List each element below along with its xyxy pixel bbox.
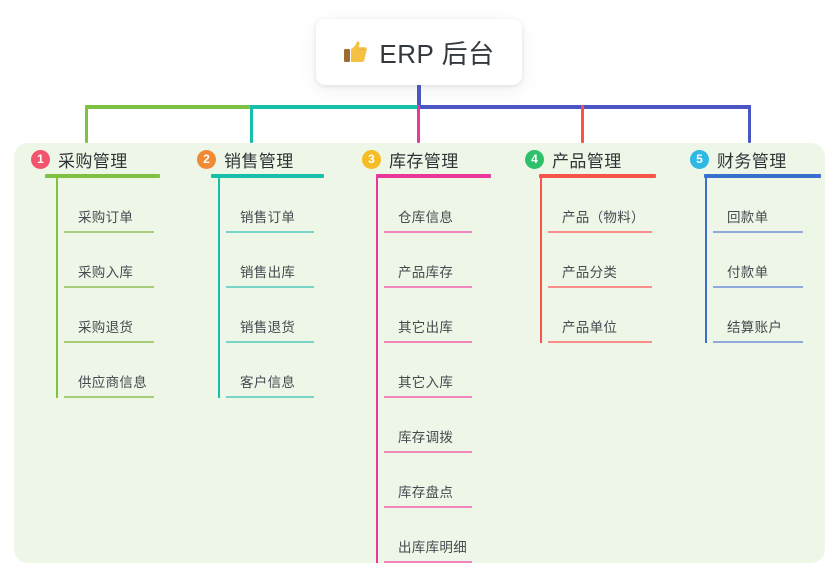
leaf-underline xyxy=(384,396,472,398)
connector-bar-green xyxy=(86,105,252,109)
column-spine-5 xyxy=(705,176,707,343)
column-badge-3: 3 xyxy=(362,150,381,169)
connector-drop-2 xyxy=(250,105,253,143)
leaf-underline xyxy=(384,506,472,508)
leaf-label: 产品（物料） xyxy=(562,210,645,225)
leaf-label: 结算账户 xyxy=(727,320,783,335)
column-title-5: 财务管理 xyxy=(717,152,787,171)
column-header-3[interactable]: 3 库存管理 xyxy=(362,147,459,172)
leaf-label: 出库库明细 xyxy=(398,540,467,555)
leaf-label: 采购订单 xyxy=(78,210,134,225)
leaf-underline xyxy=(384,341,472,343)
column-underline-1 xyxy=(45,174,160,178)
leaf-underline xyxy=(548,231,652,233)
column-badge-2: 2 xyxy=(197,150,216,169)
leaf-label: 销售订单 xyxy=(240,210,296,225)
column-title-1: 采购管理 xyxy=(58,152,128,171)
column-underline-3 xyxy=(376,174,491,178)
leaf-underline xyxy=(548,341,652,343)
leaf-underline xyxy=(226,396,314,398)
connector-drop-4 xyxy=(581,105,584,143)
leaf-underline xyxy=(713,231,803,233)
leaf-label: 采购退货 xyxy=(78,320,134,335)
leaf-label: 付款单 xyxy=(727,265,769,280)
column-spine-3 xyxy=(376,176,378,563)
leaf-label: 其它出库 xyxy=(398,320,454,335)
leaf-label: 其它入库 xyxy=(398,375,454,390)
leaf-underline xyxy=(226,341,314,343)
leaf-underline xyxy=(64,396,154,398)
leaf-label: 销售退货 xyxy=(240,320,296,335)
connector-drop-5 xyxy=(748,105,751,143)
connector-drop-3 xyxy=(417,105,420,143)
column-header-5[interactable]: 5 财务管理 xyxy=(690,147,787,172)
column-spine-4 xyxy=(540,176,542,343)
column-header-1[interactable]: 1 采购管理 xyxy=(31,147,128,172)
leaf-label: 库存盘点 xyxy=(398,485,454,500)
leaf-underline xyxy=(384,286,472,288)
leaf-label: 客户信息 xyxy=(240,375,296,390)
leaf-label: 回款单 xyxy=(727,210,769,225)
leaf-underline xyxy=(226,286,314,288)
leaf-label: 仓库信息 xyxy=(398,210,454,225)
root-node[interactable]: ERP 后台 xyxy=(316,19,522,85)
connector-bar-teal xyxy=(250,105,420,109)
leaf-label: 供应商信息 xyxy=(78,375,147,390)
column-badge-1: 1 xyxy=(31,150,50,169)
column-title-2: 销售管理 xyxy=(224,152,294,171)
diagram-panel: 1 采购管理采购订单采购入库采购退货供应商信息 2 销售管理销售订单销售出库销售退货客… xyxy=(14,143,825,563)
column-header-4[interactable]: 4 产品管理 xyxy=(525,147,622,172)
leaf-underline xyxy=(548,286,652,288)
column-spine-1 xyxy=(56,176,58,398)
leaf-underline xyxy=(384,561,472,563)
column-underline-2 xyxy=(211,174,324,178)
leaf-label: 产品库存 xyxy=(398,265,454,280)
column-title-3: 库存管理 xyxy=(389,152,459,171)
thumbs-up-icon xyxy=(343,40,368,64)
connector-drop-1 xyxy=(85,105,88,143)
connector-bar-blue xyxy=(418,105,751,109)
column-underline-4 xyxy=(539,174,656,178)
leaf-label: 采购入库 xyxy=(78,265,134,280)
leaf-underline xyxy=(64,341,154,343)
leaf-underline xyxy=(713,286,803,288)
column-header-2[interactable]: 2 销售管理 xyxy=(197,147,294,172)
leaf-underline xyxy=(64,231,154,233)
leaf-underline xyxy=(384,451,472,453)
root-title: ERP 后台 xyxy=(379,38,495,69)
leaf-underline xyxy=(226,231,314,233)
leaf-label: 产品单位 xyxy=(562,320,618,335)
column-underline-5 xyxy=(704,174,821,178)
column-badge-5: 5 xyxy=(690,150,709,169)
root-stem-connector xyxy=(417,85,421,108)
leaf-label: 产品分类 xyxy=(562,265,618,280)
column-spine-2 xyxy=(218,176,220,398)
leaf-underline xyxy=(64,286,154,288)
column-badge-4: 4 xyxy=(525,150,544,169)
leaf-underline xyxy=(384,231,472,233)
leaf-underline xyxy=(713,341,803,343)
leaf-label: 库存调拨 xyxy=(398,430,454,445)
column-title-4: 产品管理 xyxy=(552,152,622,171)
leaf-label: 销售出库 xyxy=(240,265,296,280)
